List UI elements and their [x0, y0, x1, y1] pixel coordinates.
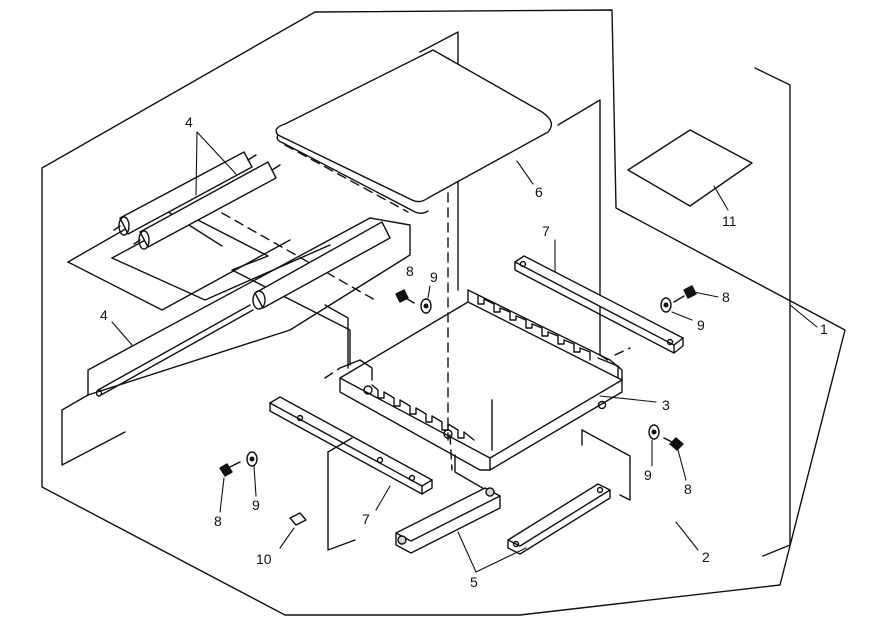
leader-2	[675, 521, 699, 551]
back-vertical-panel	[419, 31, 459, 291]
sheet-part	[627, 129, 753, 207]
tray-hole-c	[597, 400, 607, 410]
callout-9-upper-right: 9	[697, 317, 705, 333]
callout-7-upper: 7	[542, 223, 550, 239]
left-support-plate	[327, 451, 356, 551]
lower-left-plate	[61, 409, 126, 466]
lower-roller[interactable]	[95, 221, 391, 397]
washer-upper-right-hole	[663, 302, 669, 308]
upper-rail[interactable]	[514, 255, 684, 354]
leader-8b	[693, 291, 719, 298]
washer-lower-left-hole	[249, 456, 255, 462]
belt-lower-edge	[276, 134, 429, 214]
screw-upper-right[interactable]	[673, 285, 697, 303]
leader-1	[789, 304, 818, 328]
transfer-belt[interactable]	[275, 49, 553, 203]
callout-5: 5	[470, 574, 478, 590]
right-support-plate	[581, 429, 631, 501]
inner-roller-plate-lower	[111, 244, 331, 301]
clip-part[interactable]	[289, 512, 307, 526]
washer-upper-left-hole	[423, 303, 429, 309]
mid-left-panel	[324, 304, 349, 369]
center-support-dashed	[449, 434, 453, 471]
callout-3: 3	[662, 397, 670, 413]
frame-tray-left-flange	[339, 359, 373, 381]
frame-tray-base[interactable]	[339, 301, 623, 459]
leader-9d	[253, 465, 257, 497]
callout-6: 6	[535, 184, 543, 200]
washer-lower-right[interactable]	[648, 424, 660, 440]
leader-5a	[457, 531, 477, 573]
frame-tray-back-wall	[467, 289, 623, 381]
leader-11	[713, 185, 729, 211]
left-wall-slots	[371, 384, 475, 441]
callout-9-lower-right: 9	[644, 467, 652, 483]
frame-tray-left-wall	[339, 377, 491, 471]
callout-8-upper-right: 8	[722, 289, 730, 305]
washer-lower-left[interactable]	[246, 451, 258, 467]
callout-9-upper-left: 9	[430, 269, 438, 285]
leader-4a-1	[196, 131, 237, 175]
leader-10	[279, 527, 295, 549]
leader-8c	[677, 449, 687, 481]
washer-upper-right[interactable]	[660, 297, 672, 313]
leader-4a-2	[195, 131, 198, 196]
frame-tray-dashed-right	[614, 347, 631, 356]
leader-8d	[219, 477, 225, 513]
tray-hole-b	[443, 429, 453, 439]
screw-lower-left[interactable]	[219, 461, 241, 477]
roller-plate-dashed-2	[284, 144, 409, 213]
upper-roller-b[interactable]	[133, 161, 281, 250]
frame-tray-dashed-left	[324, 367, 341, 379]
slide-rail-front[interactable]	[395, 487, 501, 554]
frame-tray-front-lip	[489, 379, 623, 471]
callout-1: 1	[820, 321, 828, 337]
left-support-plate-top	[327, 437, 353, 453]
washer-lower-right-hole	[651, 429, 657, 435]
callout-4-upper: 4	[185, 114, 193, 130]
roller-plate-dashed-1	[221, 212, 376, 301]
assembly-bracket	[754, 67, 791, 557]
frame-tray-right-flange	[597, 357, 619, 379]
callout-8-lower-right: 8	[684, 481, 692, 497]
right-vertical-panel	[557, 99, 601, 356]
assembly-outline	[41, 9, 846, 616]
callout-8-upper-left: 8	[406, 263, 414, 279]
callout-2: 2	[702, 549, 710, 565]
slide-rail-rear[interactable]	[507, 483, 611, 555]
leader-7b	[375, 485, 391, 511]
lower-left-plate-b	[61, 394, 89, 411]
lower-rail[interactable]	[269, 396, 433, 495]
leader-5b	[475, 547, 527, 573]
callout-7-lower: 7	[362, 511, 370, 527]
callout-9-lower-left: 9	[252, 497, 260, 513]
leader-9b	[671, 311, 693, 321]
leader-6	[516, 160, 534, 185]
screw-upper-left[interactable]	[395, 289, 415, 304]
washer-upper-left[interactable]	[420, 298, 432, 314]
back-wall-slots	[477, 295, 591, 361]
leader-9a	[427, 285, 431, 299]
callout-4-lower: 4	[100, 307, 108, 323]
callout-8-lower-left: 8	[214, 513, 222, 529]
callout-11: 11	[722, 213, 737, 229]
leader-3	[599, 395, 657, 403]
screw-lower-right[interactable]	[663, 437, 684, 451]
callout-10: 10	[256, 551, 272, 567]
tray-hole-a	[363, 385, 373, 395]
leader-4b	[111, 321, 133, 346]
upper-roller-a[interactable]	[113, 151, 257, 236]
